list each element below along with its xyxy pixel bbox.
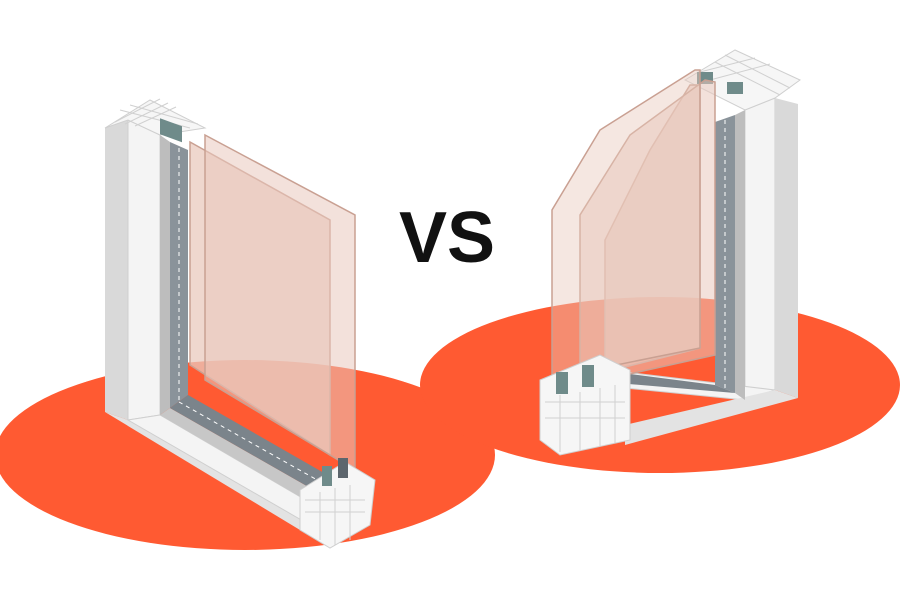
right-spacer-bottom <box>600 370 735 393</box>
left-frame-vertical-front <box>127 119 161 421</box>
left-bottom-seal-1 <box>322 466 332 486</box>
left-frame-bevel <box>160 135 170 415</box>
right-top-honeycomb <box>699 54 791 96</box>
right-bottom-seal-2 <box>582 365 594 387</box>
vs-label: VS <box>399 198 495 278</box>
left-spacer-dash-bottom <box>178 401 343 495</box>
left-spacer-bottom <box>170 395 345 505</box>
left-frame-vertical-face <box>105 120 128 420</box>
right-top-section <box>683 49 801 111</box>
right-frame-bottom-front <box>625 390 798 445</box>
right-bottom-honeycomb <box>545 385 625 452</box>
left-top-honeycomb <box>114 98 199 129</box>
left-frame-bevel-bottom <box>160 408 340 520</box>
right-frame-vertical-side <box>775 98 798 398</box>
left-bottom-seal-2 <box>338 458 348 478</box>
left-top-seal <box>160 118 182 143</box>
right-frame-vertical-front <box>744 97 776 401</box>
left-frame-bottom-front <box>105 412 310 530</box>
right-bottom-seal-1 <box>556 372 568 394</box>
left-window <box>104 98 376 549</box>
right-top-seal-2 <box>727 82 743 94</box>
right-spacer-vertical <box>715 115 735 393</box>
left-bottom-honeycomb <box>305 485 365 545</box>
right-glass-pane-front <box>551 69 701 379</box>
left-spacer-vertical <box>170 142 188 408</box>
right-window <box>539 49 801 456</box>
right-frame-bevel <box>735 110 745 400</box>
